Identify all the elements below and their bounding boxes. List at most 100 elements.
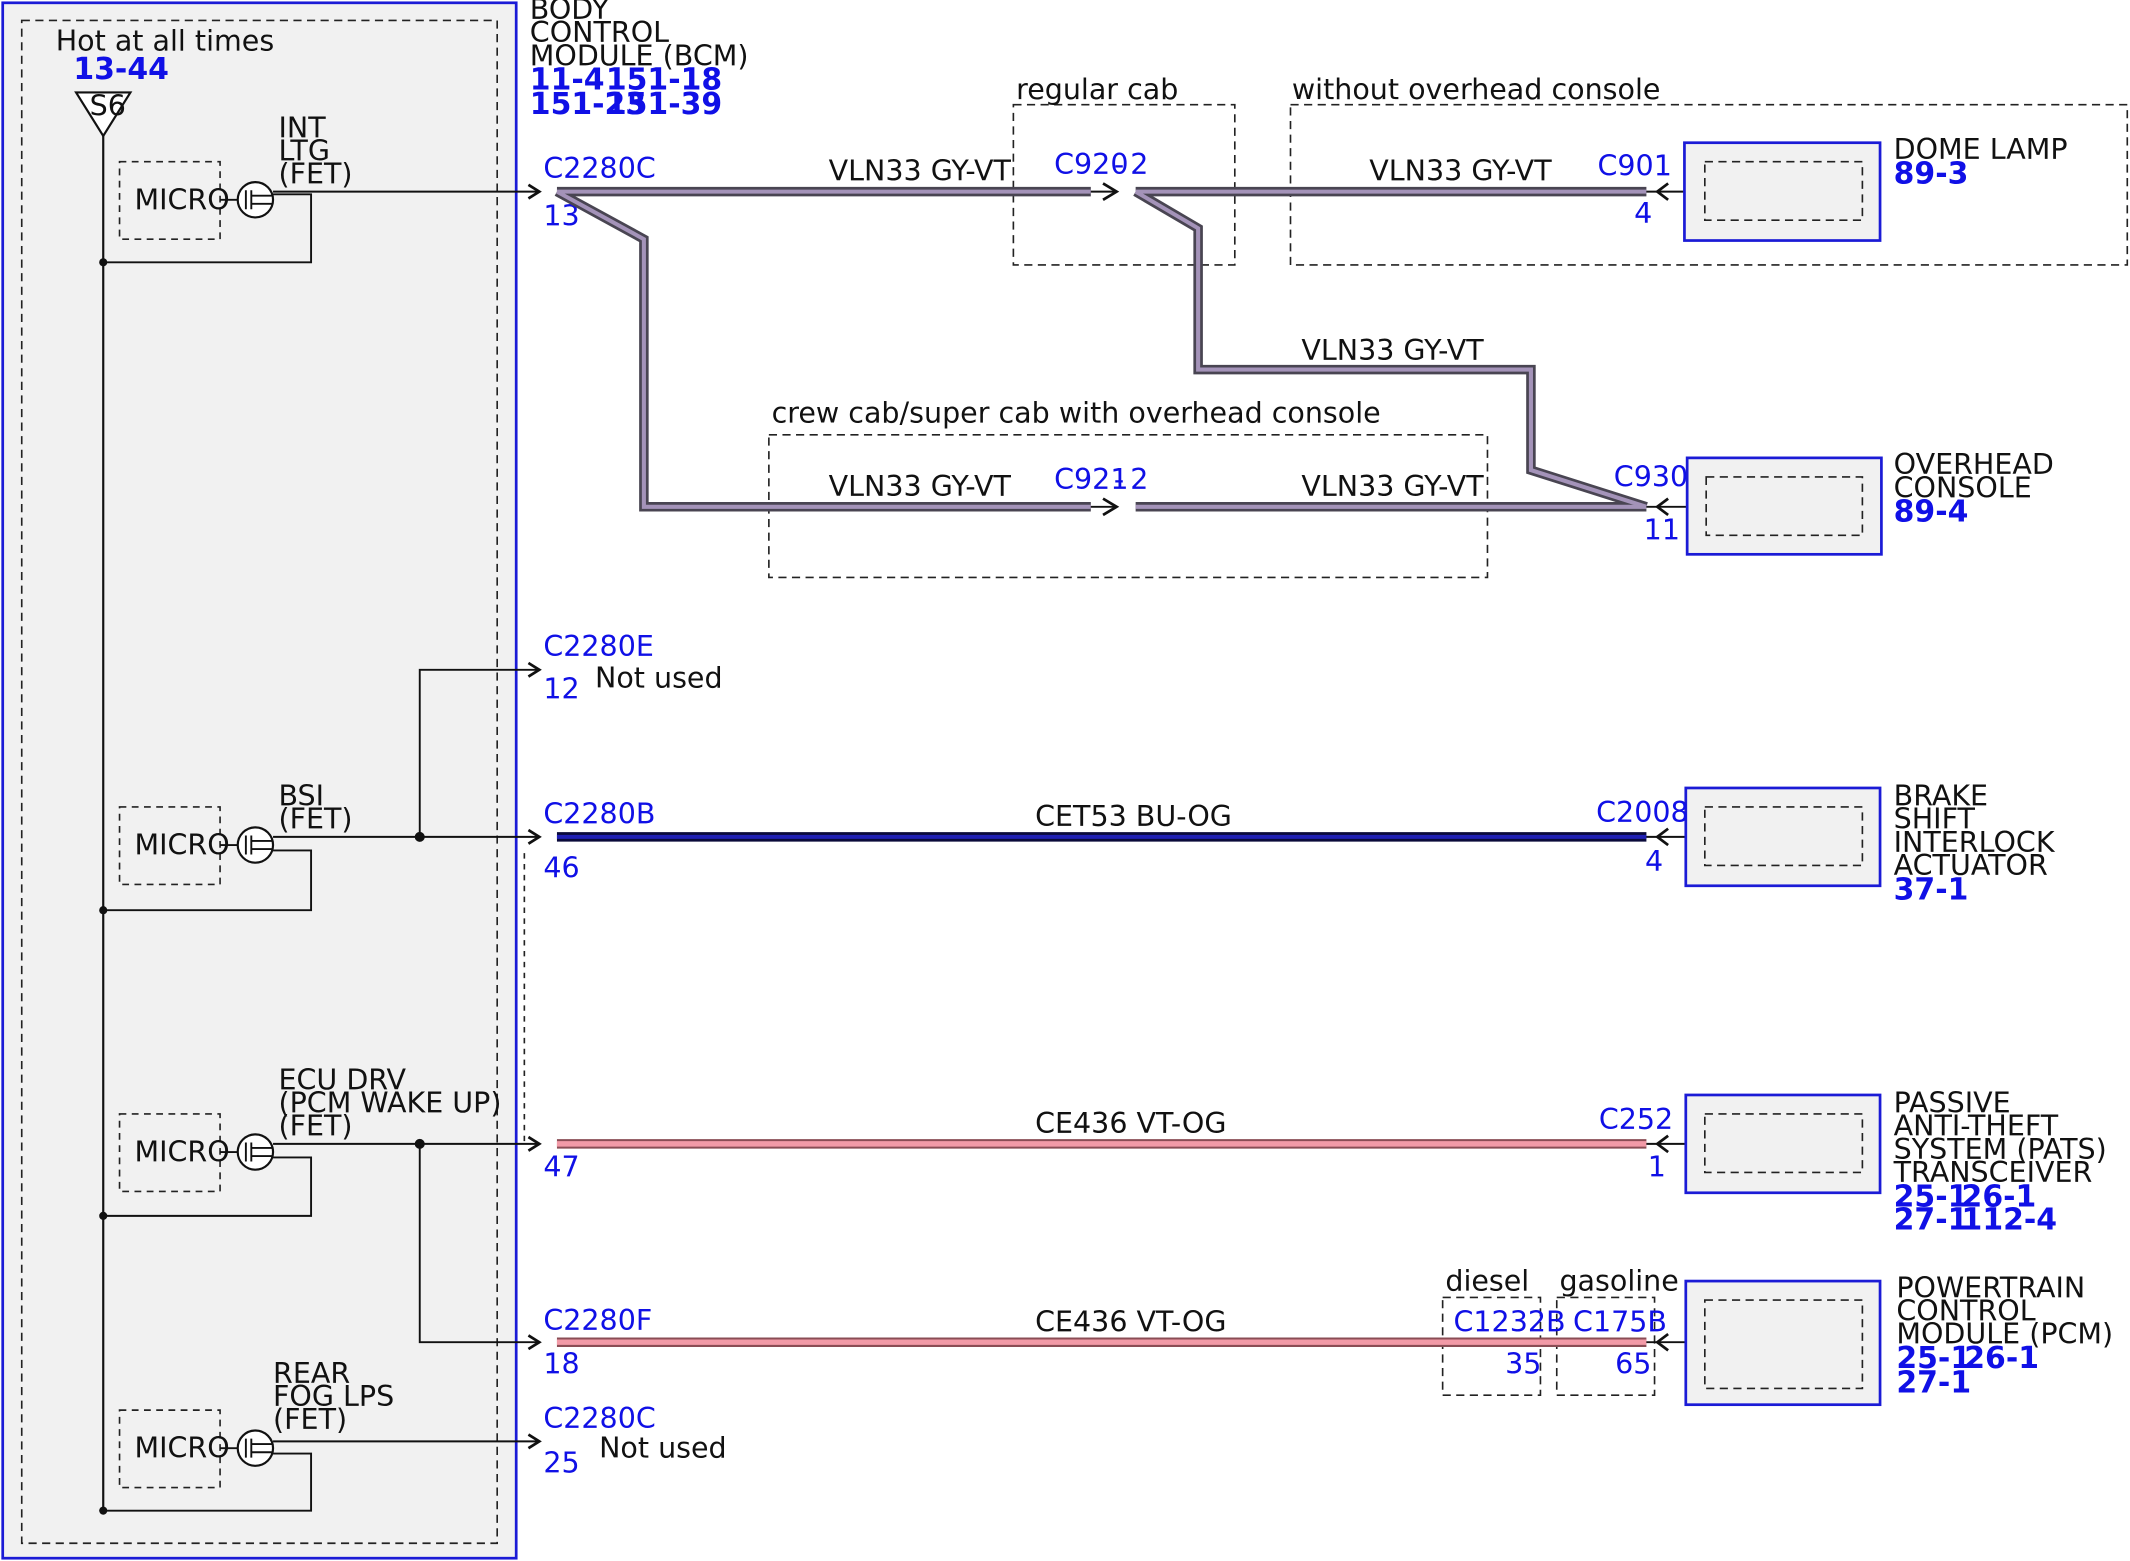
driver-int-ltg: MICRO INT LTG (FET) [99,111,353,267]
svg-text:-: - [1114,463,1124,496]
diesel-label: diesel [1445,1265,1529,1298]
hot-at-all-times-label: Hot at all times [56,24,275,57]
wire-vln33 [554,186,1648,512]
component-pats[interactable]: C252 1 PASSIVE ANTI-THEFT SYSTEM (PATS) … [1599,1087,2107,1238]
fet-icon [236,181,275,219]
circuit-label: CE436 VT-OG [1035,1107,1226,1140]
bcm-ref-link[interactable]: 151-23 [530,87,646,122]
driver-ecu-drv: MICRO ECU DRV (PCM WAKE UP) (FET) [99,1064,501,1220]
inline-connector-labels: C920 - 2 C921 - 2 C1232B 35 C175B 65 [1054,148,1667,1380]
component-ref-link[interactable]: 26-1 [1962,1179,2037,1214]
component-ref-link[interactable]: 27-1 [1896,1365,1971,1400]
circuit-labels: VLN33 GY-VT VLN33 GY-VT VLN33 GY-VT VLN3… [829,155,1553,1339]
bcm-title-line: CONTROL [530,16,669,49]
bcm-title-line: BODY [530,0,610,26]
component-name: ACTUATOR [1894,849,2048,882]
bcm-ref-link[interactable]: 151-39 [606,87,722,122]
gasoline-label: gasoline [1559,1265,1678,1298]
component-bsi-actuator[interactable]: C2008 4 BRAKE SHIFT INTERLOCK ACTUATOR 3… [1596,780,2056,908]
bcm-pins: C2280C 13 C2280E 12 Not used C2280B 46 4… [543,152,726,1480]
fuse-triangle-icon [74,91,133,138]
driver-label-line: (FET) [278,803,352,836]
circuit-label: CE436 VT-OG [1035,1305,1226,1338]
bcm-pin-number: 46 [543,852,579,885]
regular-cab-label: regular cab [1016,73,1178,106]
fet-icon [236,1133,275,1171]
component-name: POWERTRAIN [1896,1271,2085,1304]
bcm-connector-label: C2280C [543,152,655,185]
component-pin: 4 [1634,197,1652,230]
without-overhead-box [1289,103,2129,266]
bcm-module: Hot at all times 13-44 S6 MICRO INT LTG … [1,1,518,1560]
driver-label-line: REAR [273,1357,350,1390]
bcm-ref-link[interactable]: 11-4 [530,63,605,98]
circuit-label: VLN33 GY-VT [1369,155,1552,188]
hot-ref-link[interactable]: 13-44 [73,52,169,87]
bcm-pin-number: 18 [543,1347,579,1380]
component-ref-link[interactable]: 37-1 [1894,872,1969,907]
micro-label: MICRO [134,829,229,862]
component-pin: 1 [1648,1150,1666,1183]
bcm-ref-link[interactable]: 151-18 [606,63,722,98]
driver-label-line: INT [278,111,326,144]
driver-bsi: MICRO BSI (FET) [99,780,353,915]
inline-connector-pin: 35 [1505,1347,1541,1380]
component-name: BRAKE [1894,780,1988,813]
bcm-outline [1,1,518,1560]
fuse-label: S6 [90,90,126,123]
component-pin: 4 [1645,845,1663,878]
component-connector: C2008 [1596,796,1688,829]
inline-connector-name: C1232B [1454,1305,1566,1338]
component-name: INTERLOCK [1894,826,2056,859]
component-name: CONSOLE [1894,471,2032,504]
component-ref-link[interactable]: 25-1 [1896,1341,1971,1376]
not-used-label: Not used [595,661,723,694]
inline-connector-name: C175B [1573,1305,1667,1338]
component-name: ANTI-THEFT [1894,1110,2059,1143]
driver-label-line: (FET) [273,1403,347,1436]
component-dome-lamp[interactable]: C901 4 DOME LAMP 89-3 [1598,133,2068,242]
micro-label: MICRO [134,183,229,216]
component-name: DOME LAMP [1894,133,2068,166]
component-ref-link[interactable]: 25-1 [1894,1179,1969,1214]
component-name: MODULE (PCM) [1896,1318,2113,1351]
component-ref-link[interactable]: 112-4 [1962,1202,2058,1237]
inline-connector-pin: 2 [1130,463,1148,496]
driver-label-line: (FET) [278,157,352,190]
component-name: CONTROL [1896,1294,2035,1327]
circuit-label: VLN33 GY-VT [1301,334,1484,367]
component-ref-link[interactable]: 27-1 [1894,1202,1969,1237]
component-name: PASSIVE [1894,1087,2011,1120]
bcm-inner-boundary [20,19,498,1545]
bcm-connector-label: C2280F [543,1304,652,1337]
component-name: SYSTEM (PATS) [1894,1133,2107,1166]
regular-cab-box [1012,103,1236,266]
crew-cab-label: crew cab/super cab with overhead console [772,397,1381,430]
component-ref-link[interactable]: 26-1 [1964,1341,2039,1376]
inline-connector-name: C920 [1054,148,1128,181]
micro-label: MICRO [134,1136,229,1169]
bcm-pin-number: 47 [543,1150,579,1183]
circuit-label: VLN33 GY-VT [829,470,1012,503]
inline-connector-name: C921 [1054,463,1128,496]
component-overhead-console[interactable]: C930 11 OVERHEAD CONSOLE 89-4 [1614,448,2054,556]
component-connector: C901 [1598,149,1672,182]
driver-rear-fog: MICRO REAR FOG LPS (FET) [99,1357,394,1515]
bcm-output-lines [273,183,542,1450]
component-ref-link[interactable]: 89-3 [1894,156,1969,191]
micro-label: MICRO [134,1432,229,1465]
component-name: TRANSCEIVER [1893,1156,2093,1189]
bcm-connector-label: C2280C [543,1402,655,1435]
component-connector: C252 [1599,1103,1673,1136]
fet-icon [236,1429,275,1467]
inline-connector-arrows [1090,182,1120,517]
circuit-label: VLN33 GY-VT [1301,470,1484,503]
component-connector: C930 [1614,460,1688,493]
bcm-connector-label: C2280E [543,630,654,663]
component-ref-link[interactable]: 89-4 [1894,495,1969,530]
inline-connector-pin: 65 [1615,1347,1651,1380]
component-pin: 11 [1644,513,1680,546]
fet-icon [236,826,275,864]
without-overhead-label: without overhead console [1292,73,1661,106]
component-pcm[interactable]: POWERTRAIN CONTROL MODULE (PCM) 25-1 26-… [1684,1271,2113,1407]
